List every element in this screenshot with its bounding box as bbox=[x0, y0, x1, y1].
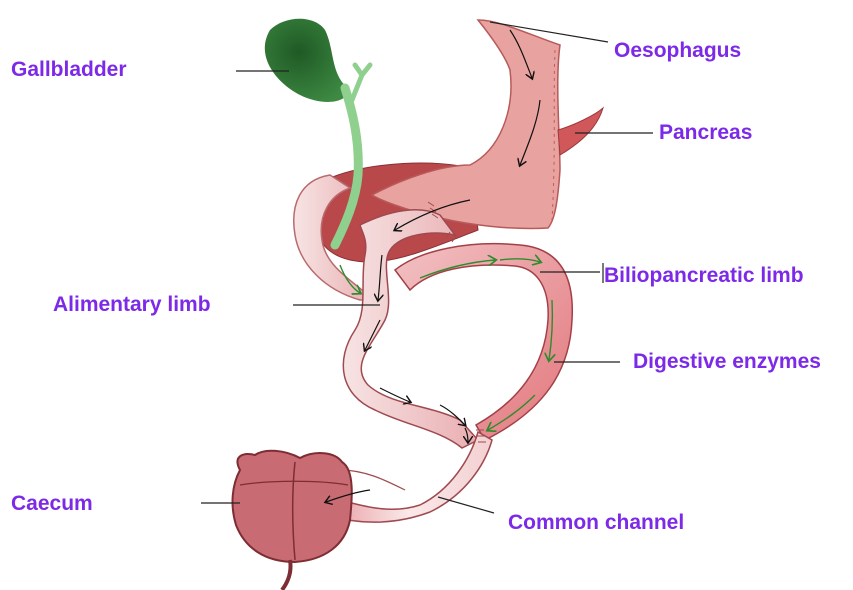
label-alimentary-limb: Alimentary limb bbox=[53, 294, 211, 315]
caecum bbox=[233, 451, 352, 590]
stomach bbox=[372, 20, 560, 228]
label-common-channel: Common channel bbox=[508, 512, 684, 533]
label-pancreas: Pancreas bbox=[659, 122, 752, 143]
label-caecum: Caecum bbox=[11, 493, 93, 514]
label-biliopancreatic-limb: Biliopancreatic limb bbox=[604, 265, 804, 286]
pancreas bbox=[558, 108, 603, 155]
label-digestive-enzymes: Digestive enzymes bbox=[633, 351, 821, 372]
label-gallbladder: Gallbladder bbox=[11, 59, 127, 80]
label-oesophagus: Oesophagus bbox=[614, 40, 741, 61]
